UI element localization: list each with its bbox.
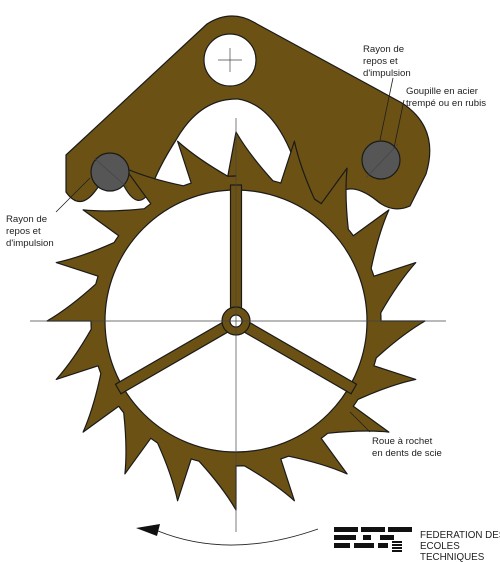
leader-lines <box>55 77 405 433</box>
leader-right-radius <box>379 77 394 141</box>
fet-logo-text: FEDERATION DES ECOLES TECHNIQUES <box>420 530 500 562</box>
logo-line: ECOLES <box>420 541 460 552</box>
label-line: d'impulsion <box>6 238 54 249</box>
logo-line: FEDERATION DES <box>420 530 500 541</box>
label-line: Roue à rochet <box>372 436 433 447</box>
logo-line: TECHNIQUES <box>420 552 485 562</box>
label-line: Rayon de <box>6 214 47 225</box>
leader-pin-material <box>393 99 405 149</box>
label-line: Rayon de <box>363 44 404 55</box>
fet-logo-mark <box>334 527 412 552</box>
label-line: d'impulsion <box>363 68 411 79</box>
rotation-direction-arrow <box>136 524 319 546</box>
leader-wheel-type <box>349 411 371 433</box>
label-wheel-type: Roue à rochet en dents de scie <box>372 436 442 459</box>
leader-left-radius <box>55 177 91 213</box>
pallet-anchor <box>65 15 431 210</box>
label-line: Goupille en acier <box>406 86 479 97</box>
label-pin-material: Goupille en acier trempé ou en rubis <box>406 86 486 109</box>
label-line: en dents de scie <box>372 448 442 459</box>
fet-logo: FEDERATION DES ECOLES TECHNIQUES <box>334 527 500 562</box>
pallet-pin-right <box>361 140 401 180</box>
center-lines <box>30 48 446 532</box>
label-line: trempé ou en rubis <box>406 98 486 109</box>
label-pin-radius-left: Rayon de repos et d'impulsion <box>6 214 54 249</box>
label-line: repos et <box>363 56 398 67</box>
label-pin-radius-right: Rayon de repos et d'impulsion <box>363 44 411 79</box>
label-line: repos et <box>6 226 41 237</box>
